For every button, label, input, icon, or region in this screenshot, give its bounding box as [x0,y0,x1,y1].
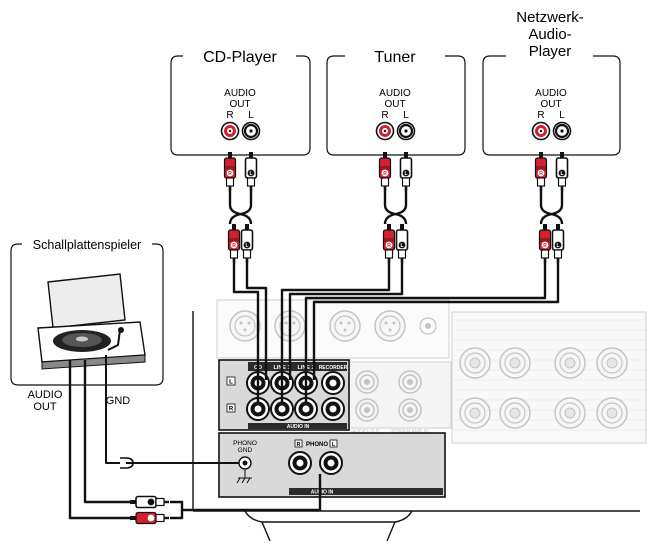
phono-gnd-terminal[interactable] [238,456,252,470]
device-tuner: Tuner AUDIO OUT R L [326,49,466,156]
turntable-gnd-label: GND [106,395,131,407]
speaker-terminal-section [451,311,647,444]
phono-audio-in-label: AUDIO IN [311,490,334,496]
ground-symbol-icon [236,470,252,484]
network-player-title-line2: Audio- [528,26,571,43]
audio-in-label: AUDIO IN [287,424,310,430]
phono-panel: PHONO GND R PHONO L AUDIO IN [218,432,446,498]
audio-out-section: AUDIO OUT POWER AMP IN [346,361,452,435]
tuner-out-label: OUT [384,99,405,110]
row-l-label: L [229,380,233,386]
tuner-audio-label: AUDIO [379,88,411,99]
cables [68,187,564,520]
cd-r-label: R [226,110,233,121]
audio-out-label: AUDIO OUT [352,429,380,435]
cd-audio-label: AUDIO [224,88,256,99]
network-player-title-line1: Netzwerk- [516,9,584,26]
cd-player-title: CD-Player [203,49,277,66]
recorder-left-jack[interactable] [321,371,345,395]
power-amp-in-label: POWER AMP IN [391,429,429,435]
device-cd-player: CD-Player AUDIO OUT R L [170,49,311,156]
audio-in-panel: CD LINE 1 LINE 2 RECORDER L R AUDIO IN [218,359,350,431]
device-network-audio-player: Netzwerk- Audio- Player AUDIO OUT R L [482,9,621,156]
cd-jack-left[interactable] [241,121,261,141]
tuner-title: Tuner [374,49,416,66]
phono-right-jack[interactable] [288,451,312,475]
xlr-section [216,299,450,359]
tuner-l-label: L [403,110,409,121]
phono-gnd-label-line1: PHONO [233,440,257,447]
network-jack-left[interactable] [552,121,572,141]
phono-l-label: L [332,442,336,448]
tuner-jack-left[interactable] [396,121,416,141]
phono-gnd-label-line2: GND [238,447,253,454]
turntable-out-label: OUT [33,401,57,413]
phono-label: PHONO [306,442,328,448]
turntable-title: Schallplattenspieler [33,238,141,252]
tuner-r-label: R [381,110,388,121]
cd-jack-right[interactable] [220,121,240,141]
cd-out-label: OUT [229,99,250,110]
phono-left-jack[interactable] [319,451,343,475]
turntable-audio-label: AUDIO [28,389,63,401]
network-jack-right[interactable] [531,121,551,141]
device-turntable: Schallplattenspieler AUDIO OUT GND [10,238,164,413]
cd-l-label: L [248,110,254,121]
network-out-label: OUT [540,99,561,110]
row-r-label: R [229,407,234,413]
network-r-label: R [537,110,544,121]
network-l-label: L [559,110,565,121]
turntable-icon [37,273,146,370]
receiver-rear-panel: AUDIO OUT POWER AMP IN [192,299,647,542]
phono-r-label: R [297,442,301,448]
gnd-spade-connector [120,457,136,469]
recorder-right-jack[interactable] [321,397,345,421]
turntable-cable-plugs [129,495,170,525]
network-audio-label: AUDIO [535,88,567,99]
tuner-jack-right[interactable] [375,121,395,141]
network-player-title-line3: Player [529,43,572,60]
column-recorder-label: RECORDER [319,365,348,371]
